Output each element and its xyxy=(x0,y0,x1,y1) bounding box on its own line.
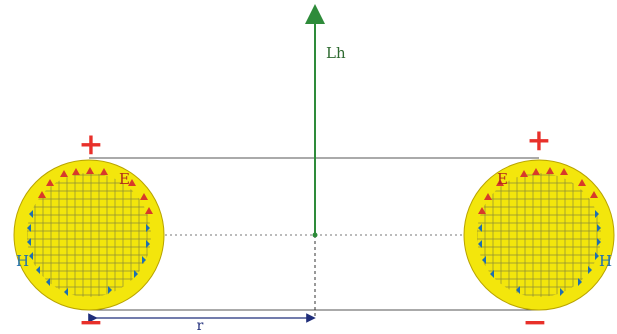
left-e-label: E xyxy=(119,170,130,188)
radius-label: r xyxy=(197,318,204,334)
right-plus-sign: + xyxy=(526,123,551,158)
lh-axis-label: Lh xyxy=(326,44,346,62)
left-plus-sign: + xyxy=(78,127,103,162)
left-conductor-grid xyxy=(27,173,151,297)
left-h-label: H xyxy=(16,252,29,270)
left-h-field-arrows xyxy=(27,210,150,296)
right-minus-sign: − xyxy=(522,305,547,334)
axis-origin-dot xyxy=(312,232,318,238)
right-h-field-arrows xyxy=(478,210,601,296)
right-h-label: H xyxy=(599,252,612,270)
right-e-label: E xyxy=(497,170,508,188)
right-e-field-arrows xyxy=(478,167,598,214)
left-conductor xyxy=(13,159,165,311)
left-minus-sign: − xyxy=(78,305,103,334)
right-conductor xyxy=(463,159,615,311)
left-e-field-arrows xyxy=(38,167,153,214)
